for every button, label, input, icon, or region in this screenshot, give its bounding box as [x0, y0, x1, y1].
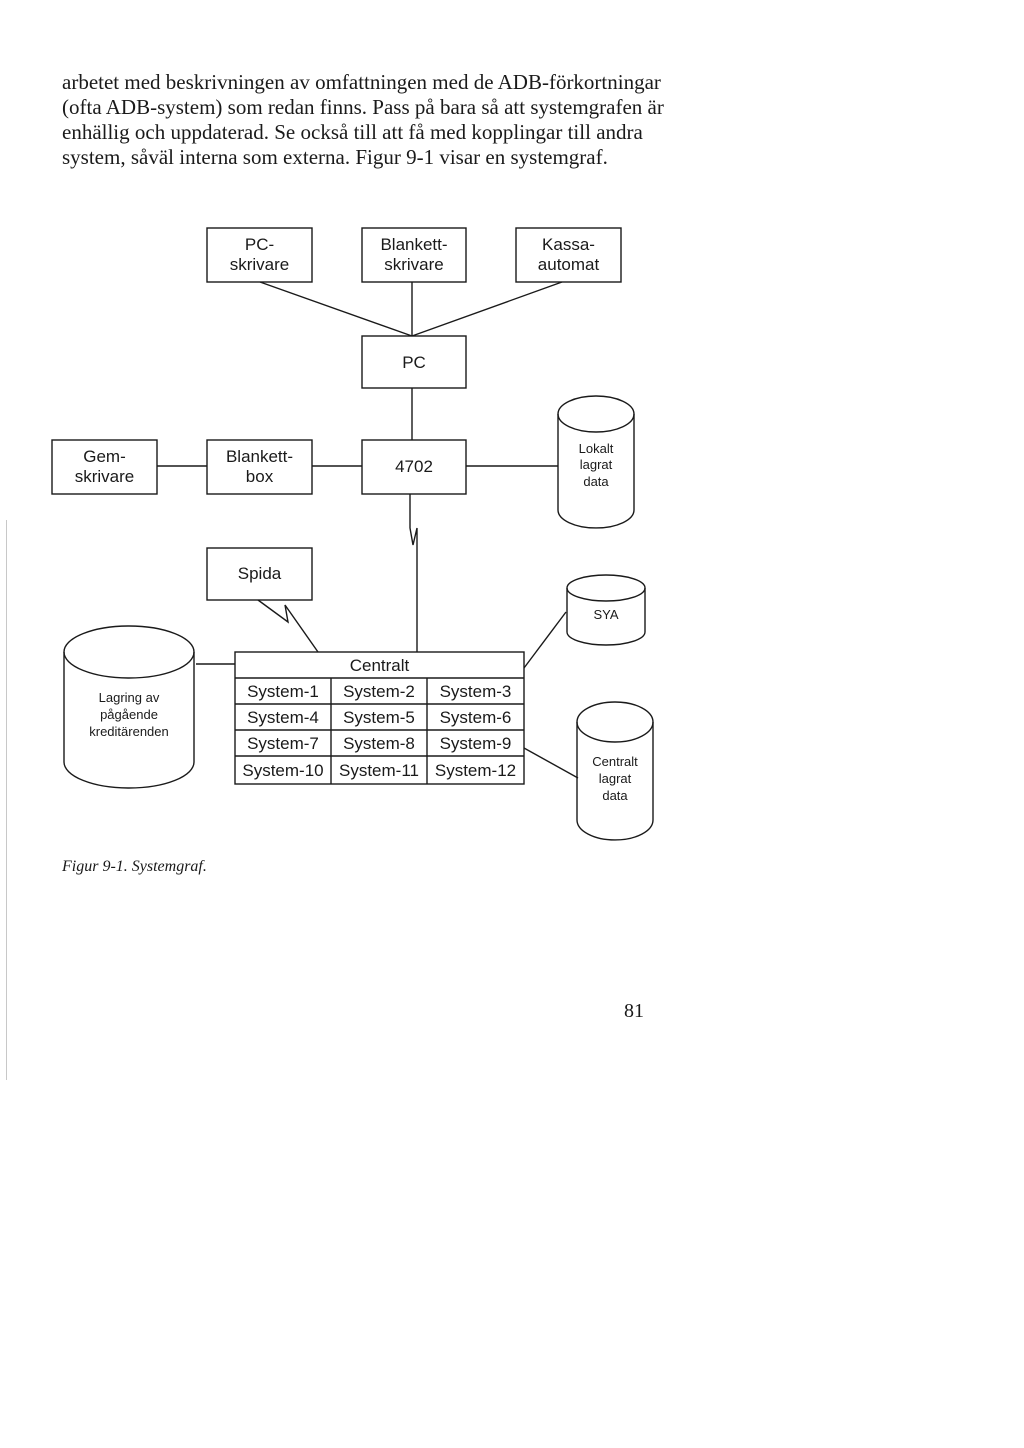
kassa-automat-box: [515, 227, 622, 283]
scan-margin-line: [6, 520, 7, 1080]
blankett-box-box: [206, 439, 313, 495]
system-cell: System-3: [440, 682, 512, 701]
kassa-automat-label: automat: [538, 255, 600, 274]
gem-skrivare-box: [51, 439, 158, 495]
sya-cylinder: [566, 574, 646, 646]
blankett-skrivare-label: skrivare: [384, 255, 444, 274]
blankett-box-label: box: [246, 467, 274, 486]
system-cell: System-11: [339, 761, 419, 780]
blankett-skrivare-label: Blankett-: [380, 235, 447, 254]
spida-box: [206, 547, 313, 601]
body-paragraph: arbetet med beskrivningen av omfattninge…: [62, 70, 664, 170]
system-cell: System-10: [242, 761, 323, 780]
lokalt-lagrat-data-label: data: [583, 474, 609, 489]
pc-label: PC: [402, 353, 426, 372]
system-cell: System-6: [440, 708, 512, 727]
lagring-pagaende-label: kreditärenden: [89, 724, 169, 739]
line-4702-to-centralt: [409, 494, 418, 652]
paragraph-line: system, såväl interna som externa. Figur…: [62, 145, 608, 169]
gem-skrivare-label: Gem-: [83, 447, 126, 466]
lokalt-lagrat-data-label: Lokalt: [579, 441, 614, 456]
lokalt-lagrat-data-label: lagrat: [580, 457, 613, 472]
system-cell: System-7: [247, 734, 319, 753]
lagring-pagaende-label: Lagring av: [99, 690, 160, 705]
line-pc-skrivare-to-pc: [259, 281, 413, 337]
connector-lines: [157, 281, 579, 779]
line-centralt-to-centralt-data: [523, 747, 579, 779]
paragraph-line: enhällig och uppdaterad. Se också till a…: [62, 120, 643, 144]
centralt-lagrat-data-cylinder: [576, 701, 654, 841]
central-table-header: Centralt: [350, 656, 410, 675]
blankett-skrivare-box: [361, 227, 467, 283]
pc-skrivare-box: [206, 227, 313, 283]
system-cell: System-5: [343, 708, 415, 727]
system-cell: System-4: [247, 708, 319, 727]
central-system-table: [234, 651, 525, 785]
system-cell: System-2: [343, 682, 415, 701]
blankett-box-label: Blankett-: [226, 447, 293, 466]
spida-label: Spida: [238, 564, 282, 583]
paragraph-line: (ofta ADB-system) som redan finns. Pass …: [62, 95, 664, 119]
sya-label: SYA: [593, 607, 618, 622]
system-cell: System-9: [440, 734, 512, 753]
terminal-4702-label: 4702: [395, 457, 433, 476]
lagring-pagaende-label: pågående: [100, 707, 158, 722]
lagring-pagaende-cylinder: [63, 625, 195, 789]
page-number: 81: [624, 1000, 644, 1022]
paragraph-line: arbetet med beskrivningen av omfattninge…: [62, 70, 661, 94]
terminal-4702-box: [361, 439, 467, 495]
centralt-lagrat-data-label: data: [602, 788, 628, 803]
kassa-automat-label: Kassa-: [542, 235, 595, 254]
figure-caption: Figur 9-1. Systemgraf.: [62, 858, 207, 875]
system-cell: System-8: [343, 734, 415, 753]
pc-skrivare-label: skrivare: [230, 255, 290, 274]
pc-box: [361, 335, 467, 389]
system-cell: System-1: [247, 682, 319, 701]
line-spida-to-centralt: [257, 599, 319, 653]
centralt-lagrat-data-label: lagrat: [599, 771, 632, 786]
line-centralt-to-sya: [523, 611, 567, 669]
line-kassa-automat-to-pc: [411, 281, 563, 337]
system-cell: System-12: [435, 761, 516, 780]
centralt-lagrat-data-label: Centralt: [592, 754, 638, 769]
pc-skrivare-label: PC-: [245, 235, 274, 254]
gem-skrivare-label: skrivare: [75, 467, 135, 486]
lokalt-lagrat-data-cylinder: [557, 395, 635, 529]
